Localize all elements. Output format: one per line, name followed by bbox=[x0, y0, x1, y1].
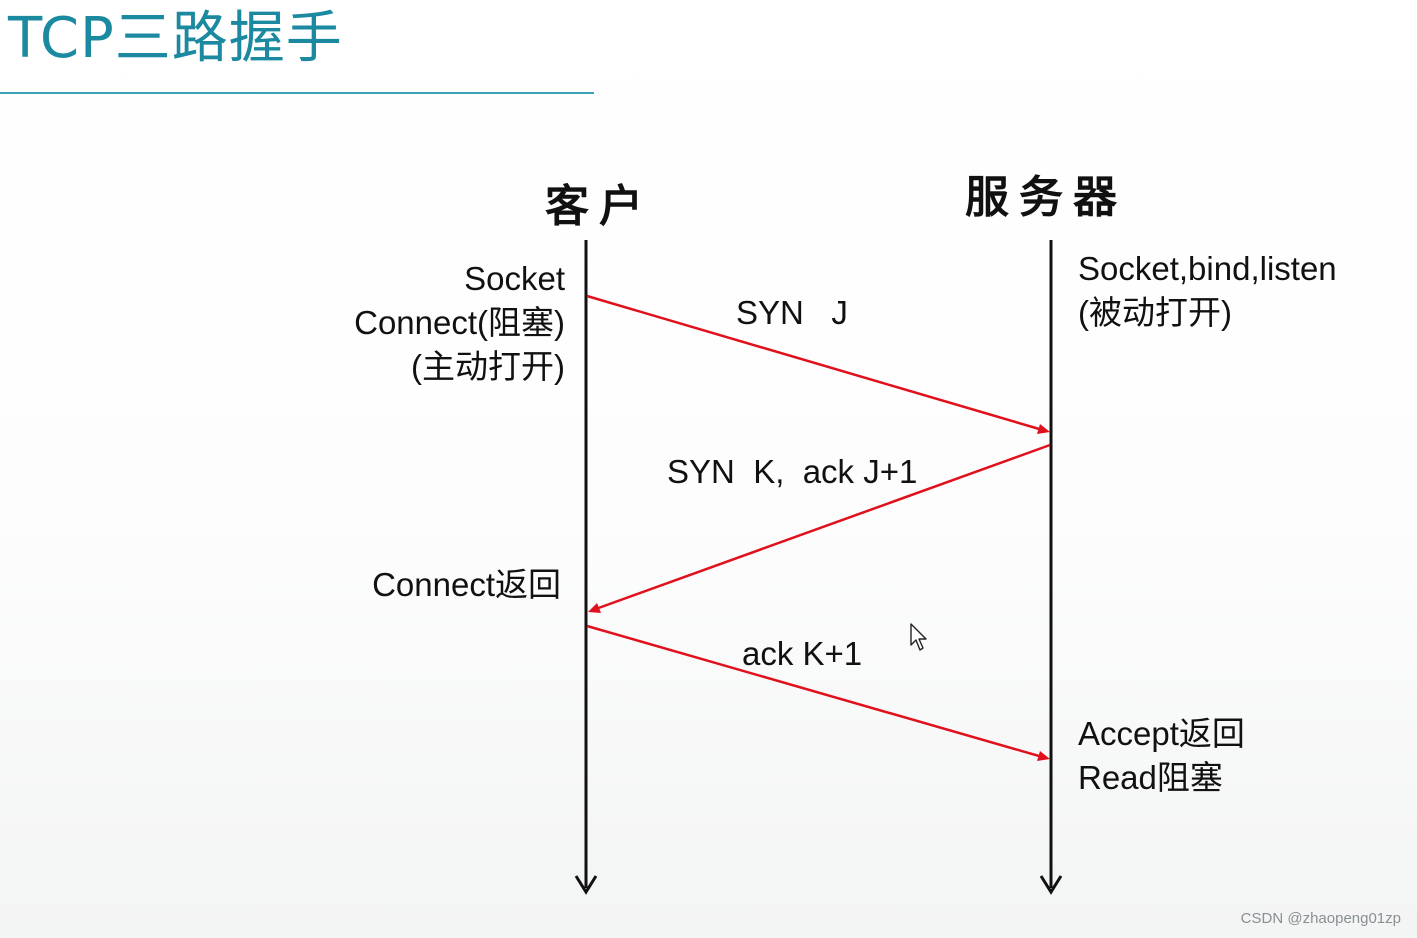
client-note-connect: Connect(阻塞) bbox=[354, 304, 565, 341]
watermark: CSDN @zhaopeng01zp bbox=[1240, 910, 1401, 927]
client-note-active-open: (主动打开) bbox=[411, 348, 565, 385]
server-note-listen: Socket,bind,listen bbox=[1078, 250, 1337, 287]
syn-ack-arrow bbox=[592, 443, 1051, 612]
ack-label: ack K+1 bbox=[742, 635, 863, 672]
client-note-socket: Socket bbox=[464, 260, 565, 297]
server-note-read-block: Read阻塞 bbox=[1078, 759, 1223, 796]
client-connect-return: Connect返回 bbox=[372, 566, 561, 603]
server-notes: Socket,bind,listen (被动打开) bbox=[1078, 247, 1337, 335]
client-label: 客户 bbox=[545, 181, 653, 232]
server-timeline-arrowhead bbox=[1039, 875, 1063, 895]
syn-arrowhead bbox=[1037, 424, 1050, 434]
client-timeline-arrowhead bbox=[574, 875, 598, 895]
mouse-pointer-icon bbox=[910, 623, 927, 651]
server-label: 服务器 bbox=[965, 172, 1127, 223]
syn-arrow bbox=[586, 294, 1047, 433]
server-accept-notes: Accept返回 Read阻塞 bbox=[1078, 712, 1245, 800]
syn-ack-label: SYN K, ack J+1 bbox=[667, 453, 918, 490]
server-note-passive-open: (被动打开) bbox=[1078, 294, 1232, 331]
syn-ack-arrowhead bbox=[588, 603, 601, 613]
title-rule bbox=[0, 92, 594, 94]
syn-label: SYN J bbox=[736, 294, 848, 331]
ack-arrowhead bbox=[1037, 751, 1050, 761]
server-note-accept-return: Accept返回 bbox=[1078, 715, 1245, 752]
client-notes: Socket Connect(阻塞) (主动打开) bbox=[354, 257, 565, 389]
slide-title: TCP三路握手 bbox=[8, 6, 343, 71]
ack-arrow bbox=[586, 624, 1047, 760]
